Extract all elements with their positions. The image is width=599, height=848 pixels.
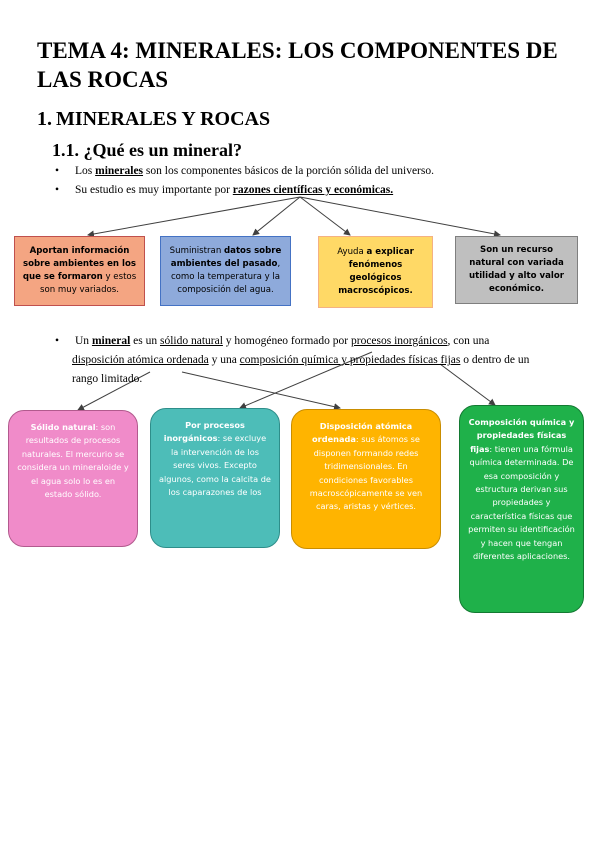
- reason-3-bold: a explicar fenómenos geológicos macroscó…: [338, 247, 414, 296]
- bullet-1-post: son los componentes básicos de la porció…: [143, 165, 434, 177]
- reason-4-bold: Son un recurso natural con variada utili…: [469, 245, 564, 294]
- term-composicion-quimica: composición química y propiedades física…: [239, 354, 461, 366]
- property-1-bold: Sólido natural: [30, 422, 96, 432]
- reason-1-text: y estos son muy variados.: [39, 272, 137, 295]
- bullet-dot: •: [55, 335, 60, 347]
- property-box-disposicion-atomica: Disposición atómica ordenada: sus átomos…: [291, 409, 441, 549]
- reason-2-bold: datos sobre ambientes del pasado: [170, 246, 282, 269]
- arrow-to-property-3: [181, 371, 341, 411]
- term-disposicion-atomica: disposición atómica ordenada: [72, 354, 209, 366]
- property-box-solido-natural: Sólido natural: son resultados de proces…: [8, 410, 138, 547]
- arrow-to-reason-3: [299, 196, 351, 236]
- property-3-bold: Disposición atómica ordenada: [312, 421, 413, 445]
- property-2-text: : se excluye la intervención de los sere…: [159, 433, 271, 498]
- bullet-1-pre: Los: [75, 165, 96, 177]
- bullet-3-line-2: disposición atómica ordenada y una compo…: [72, 354, 530, 366]
- reason-box-pasado: Suministran datos sobre ambientes del pa…: [160, 236, 291, 306]
- arrow-to-reason-2: [252, 196, 301, 236]
- arrow-to-property-4: [439, 363, 496, 406]
- property-4-bold: Composición química y propiedades física…: [468, 417, 575, 454]
- property-4-text: : tienen una fórmula química determinada…: [468, 443, 575, 562]
- bullet-2-pre: Su estudio es muy importante por: [75, 184, 233, 196]
- reason-1-bold: Aportan información sobre ambientes en l…: [22, 246, 136, 282]
- reason-2-pre: Suministran: [169, 246, 224, 256]
- bullet-dot: •: [55, 165, 60, 177]
- reason-2-text: , como la temperatura y la composición d…: [170, 259, 281, 295]
- reason-box-recurso: Son un recurso natural con variada utili…: [455, 236, 578, 304]
- arrow-to-reason-1: [87, 196, 301, 238]
- mineral-keyword: mineral: [91, 335, 131, 347]
- reason-box-fenomenos: Ayuda a explicar fenómenos geológicos ma…: [318, 236, 433, 308]
- arrow-to-property-2: [239, 351, 373, 409]
- bullet-3-line-1: Un mineral es un sólido natural y homogé…: [75, 335, 490, 347]
- section-heading: 1. MINERALES Y ROCAS: [37, 108, 271, 130]
- reason-box-ambientes: Aportan información sobre ambientes en l…: [14, 236, 145, 306]
- property-box-procesos-inorganicos: Por procesos inorgánicos: se excluye la …: [150, 408, 280, 548]
- bullet-3-line-3: rango limitado.: [72, 373, 143, 385]
- property-box-composicion-quimica: Composición química y propiedades física…: [459, 405, 584, 613]
- page-title: TEMA 4: MINERALES: LOS COMPONENTES DE LA…: [37, 38, 558, 92]
- arrow-to-property-1: [77, 371, 151, 411]
- reason-3-pre: Ayuda: [337, 247, 367, 257]
- term-solido-natural: sólido natural: [159, 335, 223, 347]
- property-1-text: : son resultados de procesos naturales. …: [17, 422, 129, 500]
- subsection-heading: 1.1. ¿Qué es un mineral?: [52, 140, 243, 160]
- arrow-to-reason-4: [299, 196, 501, 238]
- property-2-bold: Por procesos inorgánicos: [163, 420, 245, 444]
- property-3-text: : sus átomos se disponen formando redes …: [309, 434, 423, 512]
- bullet-dot: •: [55, 184, 60, 196]
- term-procesos-inorganicos: procesos inorgánicos: [350, 335, 448, 347]
- bullet-1-keyword: minerales: [95, 165, 144, 177]
- bullet-2-keyword: razones científicas y económicas.: [232, 184, 394, 196]
